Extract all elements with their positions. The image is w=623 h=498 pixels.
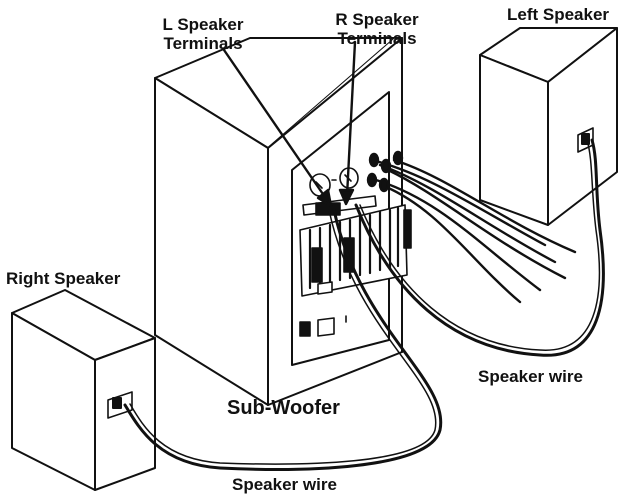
speaker-wire-label-bottom: Speaker wire	[232, 475, 337, 494]
right-speaker	[11, 289, 156, 491]
left-speaker	[479, 27, 618, 226]
r-terminal-arrowhead	[338, 188, 355, 206]
sub-woofer-label: Sub-Woofer	[227, 397, 340, 419]
sub-woofer-cabinet	[154, 37, 403, 406]
sub-woofer-rear-panel	[299, 167, 412, 337]
r-speaker-terminals-label: R Speaker Terminals	[335, 10, 419, 48]
speaker-wire-right	[123, 208, 443, 471]
speaker-wire-left	[354, 138, 605, 357]
left-speaker-label: Left Speaker	[507, 5, 610, 24]
l-terminal-arrowhead	[316, 188, 333, 208]
l-terminal-leader	[222, 48, 329, 202]
input-cables	[366, 150, 577, 304]
right-speaker-label: Right Speaker	[6, 269, 121, 288]
l-speaker-terminals-label: L Speaker Terminals	[162, 15, 244, 53]
speaker-wire-label-right: Speaker wire	[478, 367, 583, 386]
r-terminal-leader	[345, 40, 357, 198]
leader-arrows	[222, 40, 357, 208]
